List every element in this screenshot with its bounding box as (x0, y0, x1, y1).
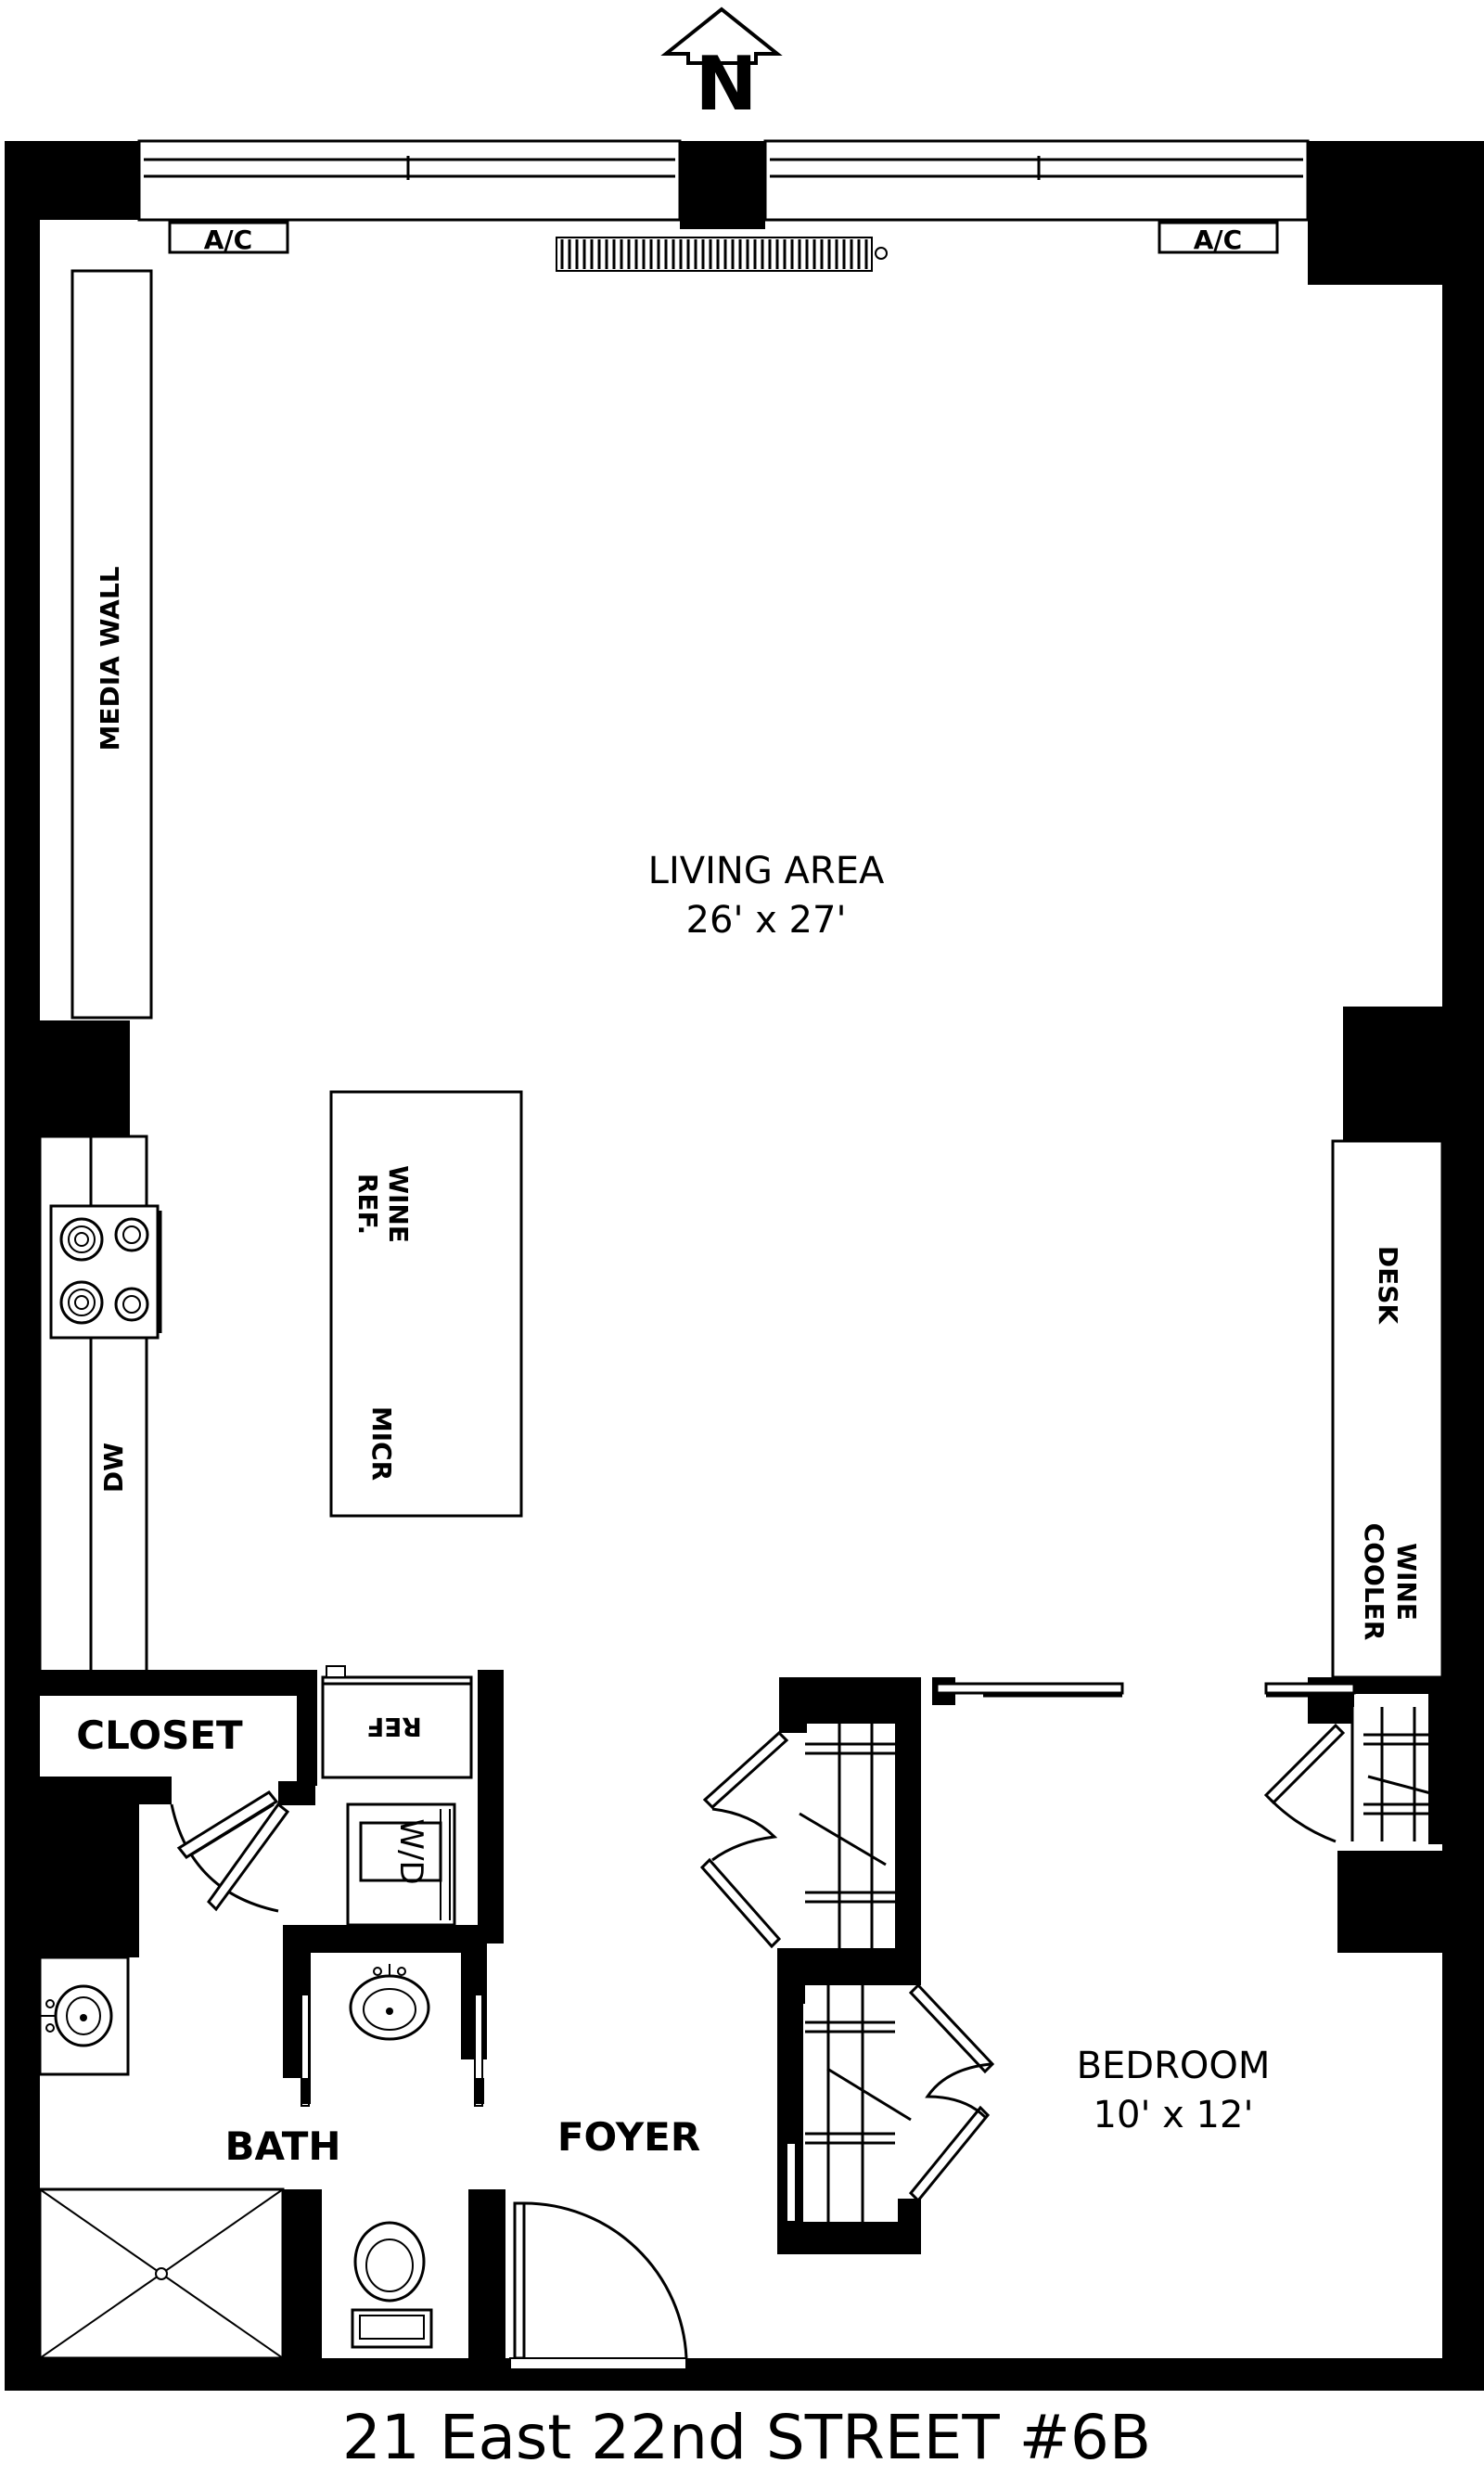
toilet-icon (351, 2221, 433, 2349)
address-title: 21 East 22nd STREET #6B (342, 2402, 1151, 2473)
desk-label: DESK (1373, 1246, 1403, 1326)
wine-ref-label-2: REF. (352, 1174, 383, 1235)
washer-dryer (346, 1802, 456, 1927)
wine-cooler-label-1: WINE (1391, 1543, 1422, 1621)
bedroom-dims: 10' x 12' (1094, 2094, 1254, 2136)
north-windows (137, 139, 1310, 222)
radiator-icon (556, 237, 888, 272)
ac-unit-left (168, 221, 289, 254)
closet-label: CLOSET (76, 1713, 243, 1758)
closet-bifold-door (908, 1982, 995, 2203)
entry-door (509, 2201, 688, 2370)
wine-cooler-label-2: COOLER (1359, 1523, 1389, 1641)
sink-icon (301, 1957, 483, 2107)
bath-label: BATH (224, 2123, 340, 2169)
ac-label-right: A/C (1194, 225, 1242, 255)
closet-swing-door (170, 1790, 290, 1913)
living-area-dims: 26' x 27' (686, 899, 847, 942)
dishwasher-label: DW (98, 1443, 129, 1493)
interior-walls (5, 1670, 1442, 2375)
bedroom-sliding-door (935, 1682, 1356, 1698)
wardrobe (1263, 1707, 1442, 1843)
bedroom-name: BEDROOM (1077, 2045, 1271, 2087)
living-area-name: LIVING AREA (648, 850, 885, 892)
north-arrow-icon (660, 6, 783, 65)
media-wall-label: MEDIA WALL (95, 566, 125, 750)
refrigerator (321, 1665, 473, 1779)
shower-icon (38, 2187, 285, 2360)
foyer-label: FOYER (557, 2114, 700, 2160)
kitchen-island (329, 1090, 523, 1518)
media-wall (70, 269, 153, 1020)
ref-label: REF (366, 1712, 422, 1742)
wd-label: W/D (392, 1818, 429, 1884)
closet-rods (799, 1724, 895, 1948)
ac-label-left: A/C (204, 225, 252, 255)
cooktop-icon (49, 1204, 162, 1340)
micr-label: MICR (366, 1406, 397, 1481)
exterior-walls (5, 141, 1484, 2391)
wine-ref-label-1: WINE (383, 1165, 414, 1243)
sink-icon (38, 1956, 130, 2076)
ac-unit-right (1158, 221, 1279, 254)
north-letter: N (696, 41, 758, 127)
closet-rods (786, 1985, 912, 2223)
closet-bifold-door (699, 1730, 789, 1949)
